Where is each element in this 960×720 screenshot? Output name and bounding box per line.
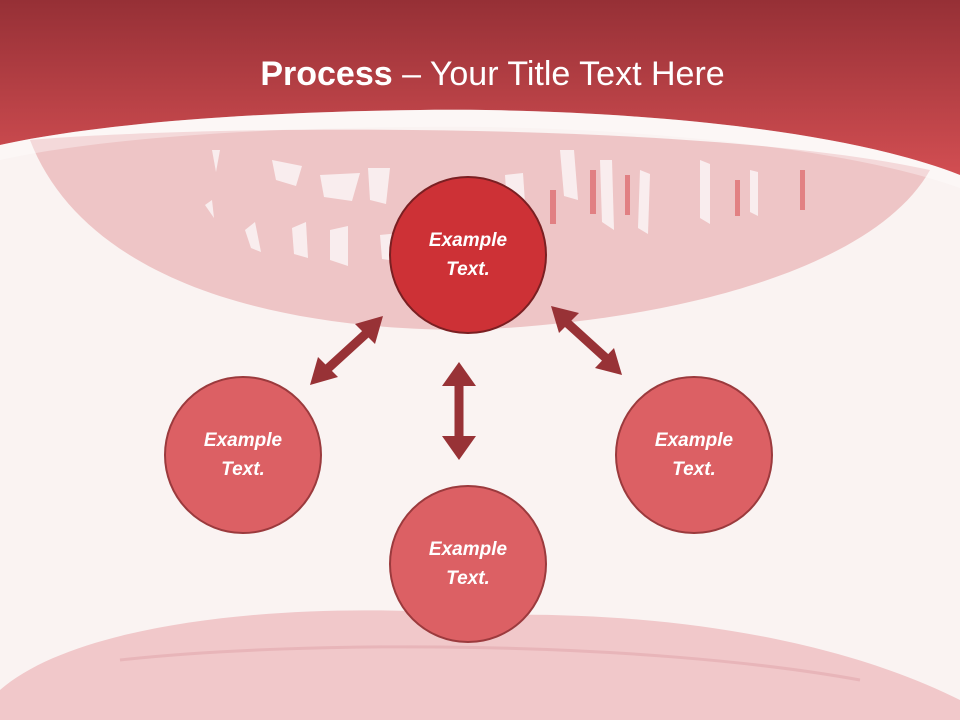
node-bottom: Example Text.: [389, 485, 547, 643]
lower-lips-image: [0, 610, 960, 720]
node-right: Example Text.: [615, 376, 773, 534]
node-bottom-text: Example Text.: [428, 539, 508, 589]
node-left: Example Text.: [164, 376, 322, 534]
header-sheen: [0, 109, 960, 188]
arrow-center-left: [310, 316, 383, 385]
node-right-text: Example Text.: [654, 430, 734, 480]
title-bold-part: Process: [260, 55, 393, 93]
arrow-center-right: [551, 306, 622, 375]
header-band: [0, 0, 960, 175]
node-center-text: Example Text.: [428, 230, 508, 280]
teeth-accents: [550, 170, 805, 224]
arrow-center-bottom: [442, 362, 476, 460]
slide-title: Process – Your Title Text Here: [0, 52, 960, 96]
node-left-text: Example Text.: [203, 430, 283, 480]
title-rest-part: – Your Title Text Here: [392, 55, 725, 93]
node-center: Example Text.: [389, 176, 547, 334]
